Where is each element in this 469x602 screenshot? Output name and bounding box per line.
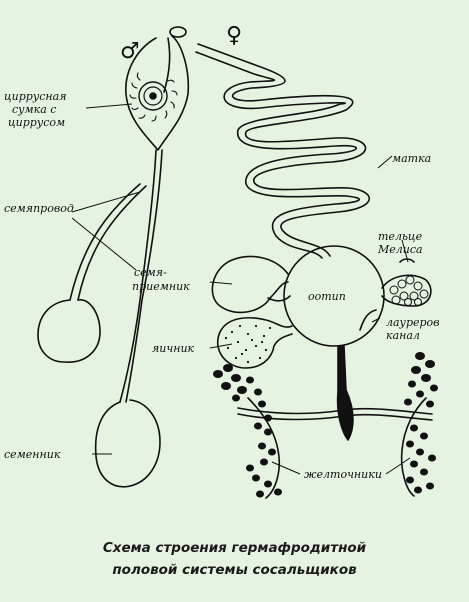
label-cirrus-sac-line2: сумка с xyxy=(12,103,56,116)
ovary xyxy=(217,317,293,369)
vitelline-duct-center xyxy=(336,345,354,441)
female-symbol: ♀ xyxy=(226,23,242,48)
mehlis-cells xyxy=(389,275,429,306)
label-uterus: матка xyxy=(392,152,431,165)
leader-lines xyxy=(71,103,411,475)
label-cirrus-sac-line1: циррусная xyxy=(4,90,66,103)
label-laurer-line2: канал xyxy=(386,329,420,342)
vitelline-duct-horizontal xyxy=(237,407,433,415)
label-mehlis-line2: Мелиса xyxy=(377,243,423,256)
label-seminal-receptacle-line1: семя- xyxy=(134,266,167,279)
caption-line-2: половой системы сосальщиков xyxy=(112,562,357,578)
label-ootype: оотип xyxy=(308,290,346,303)
label-mehlis-line1: тельце xyxy=(378,230,423,243)
upper-testis xyxy=(37,299,101,363)
vas-deferens-branch xyxy=(69,183,141,301)
label-seminal-receptacle-line2: приемник xyxy=(132,280,190,293)
seminal-receptacle xyxy=(211,255,289,314)
label-vitellaria: желточники xyxy=(304,468,382,481)
lower-testis xyxy=(94,399,161,488)
caption-line-1: Схема строения гермафродитной xyxy=(102,540,367,556)
ootype xyxy=(283,245,385,347)
cirrus-sac xyxy=(125,26,190,151)
vas-deferens-duct xyxy=(119,149,157,403)
ovary-stipple xyxy=(224,324,272,364)
label-testis: семенник xyxy=(4,448,61,461)
label-cirrus-sac-line3: циррусом xyxy=(8,116,65,129)
vitellaria-clusters xyxy=(213,352,438,498)
uterus-coils xyxy=(195,43,371,259)
laurer-canal xyxy=(359,309,377,331)
male-symbol: ♂ xyxy=(120,39,140,64)
label-ovary: яичник xyxy=(152,342,195,355)
label-laurer-line1: лауреров xyxy=(386,316,440,329)
label-vas-deferens: семяпровод xyxy=(4,202,74,215)
